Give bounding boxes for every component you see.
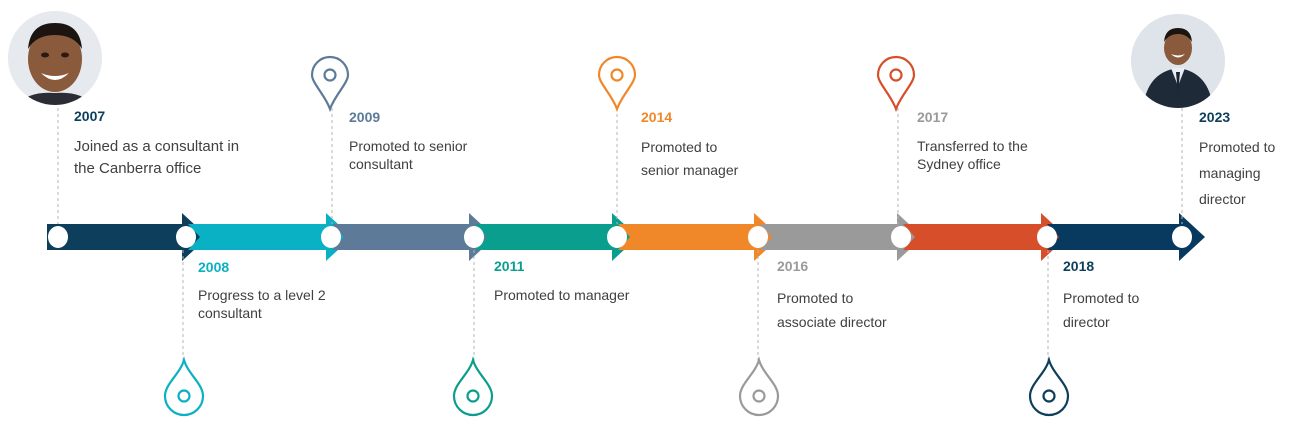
milestone-year-2007: 2007: [74, 108, 106, 124]
milestone-year-2023: 2023: [1199, 109, 1231, 125]
milestone-dot-2023: [1172, 226, 1192, 248]
profile-photo-2023: [1131, 14, 1225, 108]
milestone-year-2009: 2009: [349, 109, 381, 125]
map-pin-icon-2017-dot: [889, 68, 903, 82]
segment-2009: [332, 224, 491, 250]
milestone-text-2014: Promoted to senior manager: [641, 139, 739, 178]
milestone-dot-2017: [891, 226, 911, 248]
segment-2018: [1047, 224, 1201, 250]
drop-pin-icon-2008-dot: [177, 389, 191, 403]
segment-2014: [618, 224, 776, 250]
milestone-text-2016: Promoted to associate director: [777, 290, 887, 330]
drop-pin-icon-2008: [163, 356, 205, 417]
milestone-text-2008: Progress to a level 2 consultant: [198, 287, 326, 321]
milestone-dot-2009: [321, 226, 341, 248]
drop-pin-icon-2018-dot: [1042, 389, 1056, 403]
milestone-text-2011: Promoted to manager: [494, 287, 630, 303]
milestone-dot-2016: [748, 226, 768, 248]
milestone-year-2011: 2011: [494, 258, 525, 274]
milestone-year-2014: 2014: [641, 109, 673, 125]
milestone-dot-2011: [464, 226, 484, 248]
segment-2016: [760, 224, 919, 250]
milestone-year-2008: 2008: [198, 259, 230, 275]
segment-2008: [188, 224, 348, 250]
drop-pin-icon-2018: [1028, 356, 1070, 417]
drop-pin-icon-2016: [738, 356, 780, 417]
segment-2017: [903, 224, 1063, 250]
map-pin-icon-2014-dot: [610, 68, 624, 82]
milestone-year-2018: 2018: [1063, 258, 1095, 274]
milestone-dot-2007: [48, 226, 68, 248]
milestone-dot-2014: [607, 226, 627, 248]
milestone-dot-2008: [176, 226, 196, 248]
map-pin-icon-2017: [876, 55, 916, 113]
milestone-text-2009: Promoted to senior consultant: [349, 138, 468, 172]
milestone-year-2017: 2017: [917, 109, 949, 125]
milestone-year-2016: 2016: [777, 258, 809, 274]
drop-pin-icon-2016-dot: [752, 389, 766, 403]
segment-2011: [475, 224, 634, 250]
profile-photo-2007: [8, 11, 102, 105]
drop-pin-icon-2011-dot: [466, 389, 480, 403]
milestone-text-2017: Transferred to the Sydney office: [917, 138, 1028, 172]
milestone-text-2023: Promoted to managing director: [1199, 139, 1276, 207]
segment-2007: [47, 224, 204, 250]
drop-pin-icon-2011: [452, 356, 494, 417]
milestone-text-2018: Promoted to director: [1063, 290, 1140, 330]
milestone-text-2007: Joined as a consultant in the Canberra o…: [74, 138, 240, 177]
map-pin-icon-2014: [597, 55, 637, 113]
map-pin-icon-2009-dot: [323, 68, 337, 82]
milestone-dot-2018: [1037, 226, 1057, 248]
map-pin-icon-2009: [310, 55, 350, 113]
